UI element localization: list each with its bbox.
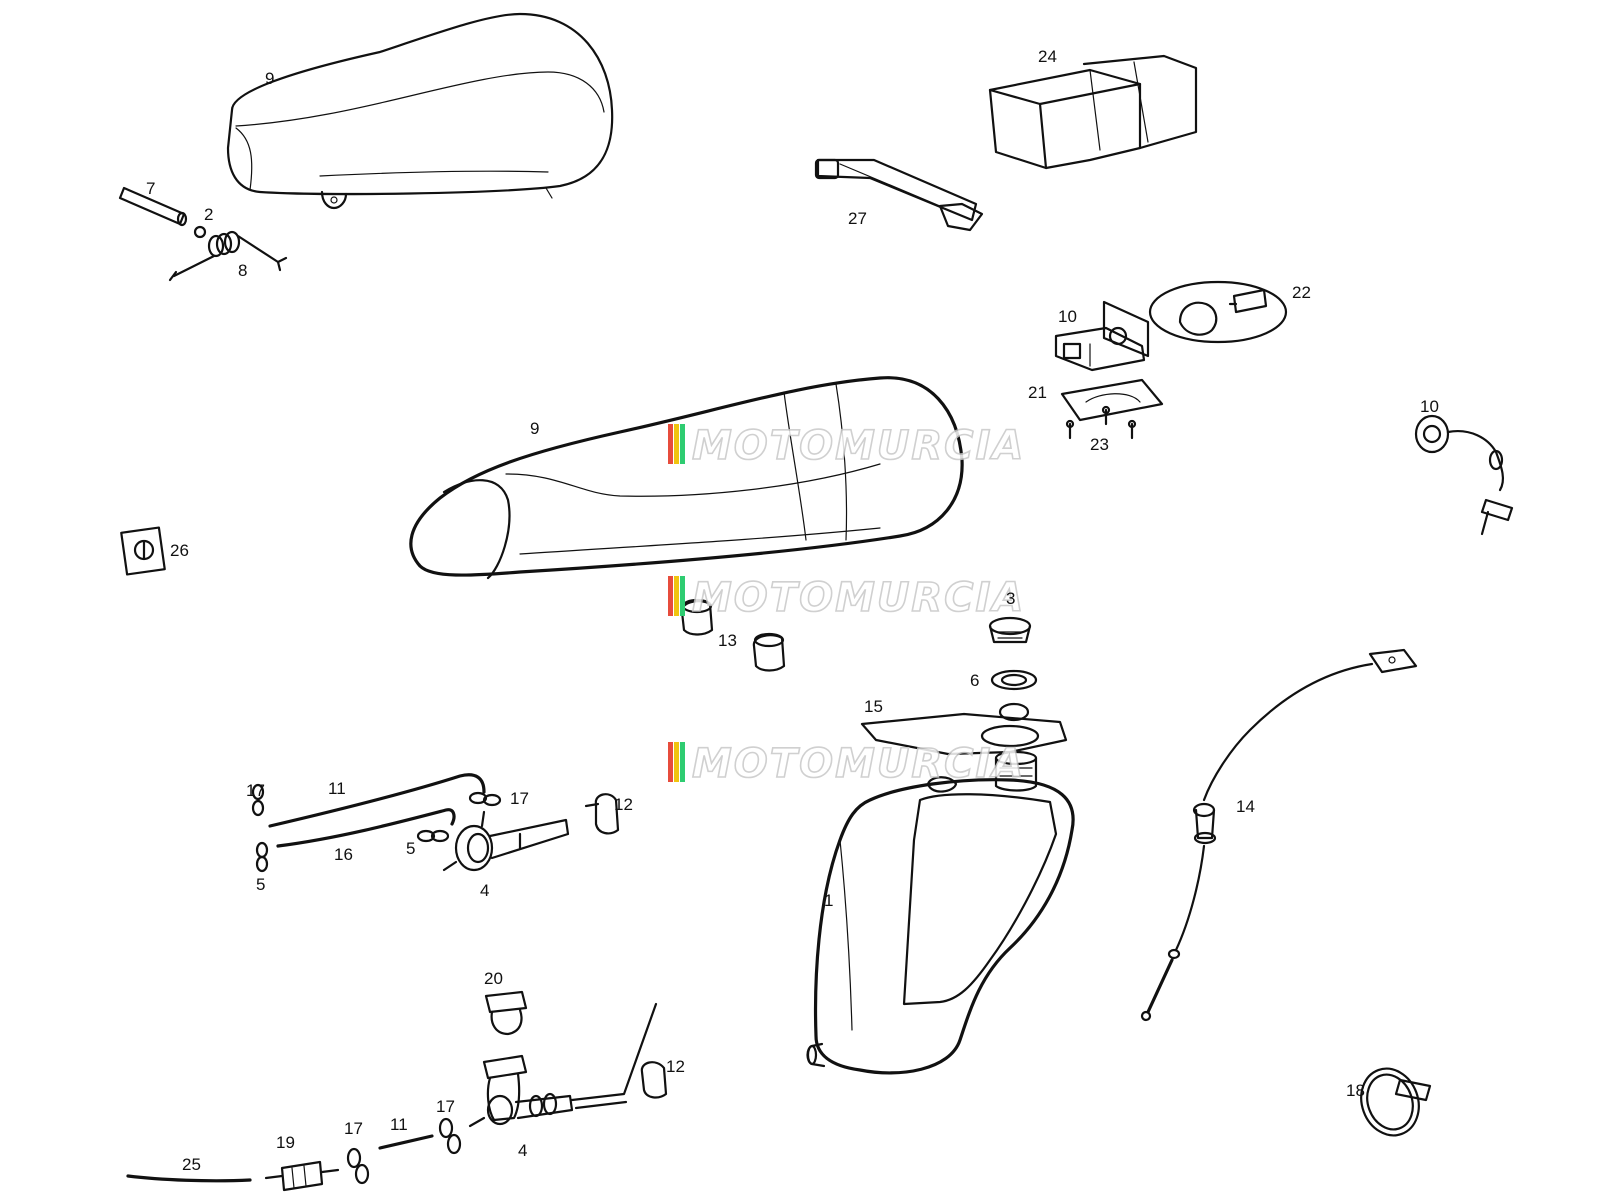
watermark-text: MOTOMURCIA (692, 575, 1025, 621)
hose-clips-left (251, 783, 269, 873)
seat-middle (409, 376, 964, 580)
washer (193, 225, 207, 239)
clamp-upper (584, 793, 620, 835)
watermark-text: MOTOMURCIA (692, 423, 1025, 469)
clamp-lower (640, 1061, 668, 1099)
fuel-gauge-cable (1140, 648, 1418, 1022)
fuel-hose-upper (268, 773, 486, 848)
callout-24: 24 (1038, 47, 1057, 66)
callout-25: 25 (182, 1155, 201, 1174)
fuel-cap (988, 616, 1032, 644)
callout-18: 18 (1346, 1081, 1365, 1100)
retainer-square (120, 526, 166, 576)
seat-top (226, 12, 614, 210)
hose-clips-lower (346, 1117, 462, 1185)
callout-9-top: 9 (265, 69, 274, 88)
callout-20: 20 (484, 969, 503, 988)
callout-17-mid: 17 (510, 789, 529, 808)
storage-cover (988, 54, 1198, 170)
fuel-tank (806, 750, 1075, 1075)
lock-ring (990, 669, 1038, 691)
callout-12-upper: 12 (614, 795, 633, 814)
ignition-switch (1414, 414, 1514, 536)
callout-17-left: 17 (246, 781, 265, 800)
callout-5-mid: 5 (406, 839, 415, 858)
callout-2: 2 (204, 205, 213, 224)
callout-6: 6 (970, 671, 979, 690)
callout-22: 22 (1292, 283, 1311, 302)
callout-12-lower: 12 (666, 1057, 685, 1076)
hose-clips-mid (416, 791, 502, 843)
callout-21: 21 (1028, 383, 1047, 402)
tap-knob (484, 990, 528, 1036)
callout-23: 23 (1090, 435, 1109, 454)
callout-3: 3 (1006, 589, 1015, 608)
seat-lock (1054, 300, 1150, 372)
callout-27: 27 (848, 209, 867, 228)
inline-filter (264, 1160, 340, 1192)
callout-10-top: 10 (1058, 307, 1077, 326)
watermark-3: MOTOMURCIA (668, 740, 1025, 788)
callout-1: 1 (824, 891, 833, 910)
callout-13: 13 (718, 631, 737, 650)
fuel-hose-lower (126, 1134, 434, 1183)
callout-10-right: 10 (1420, 397, 1439, 416)
callout-16: 16 (334, 845, 353, 864)
watermark-1: MOTOMURCIA (668, 422, 1025, 470)
callout-19: 19 (276, 1133, 295, 1152)
callout-26: 26 (170, 541, 189, 560)
callout-9-mid: 9 (530, 419, 539, 438)
watermark-2: MOTOMURCIA (668, 574, 1025, 622)
callout-17-lower-b: 17 (436, 1097, 455, 1116)
callout-14: 14 (1236, 797, 1255, 816)
torsion-spring (168, 230, 288, 282)
lock-screws (1065, 405, 1137, 440)
tank-gasket (860, 702, 1068, 756)
fuel-tap-lower (468, 1002, 658, 1128)
fuel-tap-upper (442, 810, 570, 872)
lock-key-set (1148, 280, 1288, 344)
hinge-pin (118, 186, 188, 227)
hose-clamp (1360, 1067, 1432, 1137)
callout-8: 8 (238, 261, 247, 280)
callout-11-lower: 11 (390, 1115, 408, 1134)
watermark-text: MOTOMURCIA (692, 741, 1025, 787)
callout-5-left: 5 (256, 875, 265, 894)
callout-17-lower-a: 17 (344, 1119, 363, 1138)
retaining-strap (814, 158, 984, 232)
callout-labels: 9 7 2 8 24 27 10 22 21 23 10 9 26 13 3 6… (146, 47, 1439, 1174)
callout-7: 7 (146, 179, 155, 198)
lock-plate (1060, 378, 1164, 422)
callout-11-upper: 11 (328, 779, 346, 798)
callout-15: 15 (864, 697, 883, 716)
callout-4-upper: 4 (480, 881, 489, 900)
callout-4-lower: 4 (518, 1141, 527, 1160)
